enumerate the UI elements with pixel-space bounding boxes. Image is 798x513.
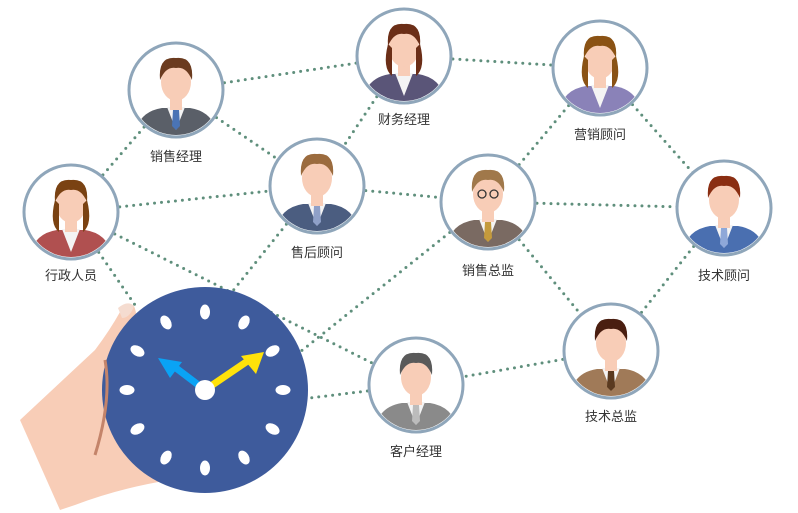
- face-icon: [709, 181, 739, 219]
- connection-line: [609, 206, 726, 353]
- hair-icon: [707, 175, 741, 198]
- avatar-admin-staff[interactable]: [22, 163, 120, 262]
- role-label-sales-director: 销售总监: [461, 264, 515, 279]
- connection-line: [315, 54, 406, 188]
- clock-tick: [130, 423, 145, 435]
- avatar-finance-manager[interactable]: [355, 7, 453, 106]
- face-icon: [473, 175, 503, 213]
- face-icon: [596, 324, 626, 362]
- avatar-after-sales-consultant[interactable]: [268, 137, 366, 236]
- hair-icon: [159, 57, 193, 80]
- hair-icon: [594, 318, 628, 341]
- clock-tick: [119, 385, 135, 395]
- collar: [62, 229, 80, 252]
- glasses-icon: [489, 189, 499, 199]
- role-label-finance-manager: 财务经理: [377, 113, 431, 128]
- hair-icon: [387, 23, 421, 46]
- long-hair-icon: [52, 200, 90, 232]
- tie-icon: [720, 228, 728, 248]
- avatar-marketing-consultant[interactable]: [551, 19, 649, 118]
- hour-hand-arrow: [158, 358, 182, 378]
- hand-crease: [93, 359, 109, 456]
- face-icon: [56, 185, 86, 223]
- face-icon: [302, 159, 332, 197]
- role-label-after-sales-consultant: 售后顾问: [290, 246, 344, 261]
- connection-line: [414, 349, 613, 387]
- clock-tick: [238, 450, 250, 465]
- avatar-technical-consultant[interactable]: [675, 159, 773, 258]
- clock-illustration: [20, 287, 308, 510]
- clock-center: [195, 380, 215, 400]
- tie-icon: [412, 405, 420, 425]
- connection-line: [69, 210, 137, 307]
- hair-icon: [399, 352, 433, 375]
- tie-icon: [172, 110, 180, 130]
- tie-icon: [313, 206, 321, 226]
- collar: [395, 73, 413, 96]
- avatar-sales-director[interactable]: [439, 153, 537, 252]
- face-icon: [585, 41, 615, 79]
- clock-tick: [275, 385, 291, 395]
- clock-tick: [160, 450, 172, 465]
- face-icon: [389, 29, 419, 67]
- long-hair-icon: [581, 56, 619, 88]
- role-label-marketing-consultant: 营销顾问: [573, 128, 627, 143]
- clock-tick: [265, 423, 280, 435]
- role-label-account-manager: 客户经理: [389, 445, 443, 460]
- hair-icon: [583, 35, 617, 58]
- long-hair-icon: [385, 44, 423, 76]
- clock-tick: [130, 345, 145, 357]
- clock-tick: [160, 315, 172, 330]
- tie-icon: [607, 371, 615, 391]
- clock-tick: [265, 345, 280, 357]
- face-icon: [161, 63, 191, 101]
- connection-line: [298, 200, 490, 354]
- avatar-sales-manager[interactable]: [127, 41, 225, 140]
- role-label-sales-manager: 销售经理: [149, 150, 203, 165]
- collar: [591, 85, 609, 108]
- hair-icon: [471, 169, 505, 192]
- minute-hand-arrow: [241, 352, 264, 374]
- clock-tick: [238, 315, 250, 330]
- avatar-technical-director[interactable]: [562, 302, 660, 401]
- connection-line: [69, 210, 418, 387]
- role-label-technical-consultant: 技术顾问: [697, 269, 751, 284]
- glasses-icon: [477, 189, 487, 199]
- connection-line: [230, 184, 319, 294]
- role-label-admin-staff: 行政人员: [44, 269, 98, 284]
- hair-icon: [300, 153, 334, 176]
- thumbnail: [118, 303, 134, 318]
- hair-icon: [54, 179, 88, 202]
- face-icon: [401, 358, 431, 396]
- clock-tick: [200, 304, 210, 320]
- role-label-technical-director: 技术总监: [584, 410, 638, 425]
- clock-tick: [200, 460, 210, 476]
- avatar-account-manager[interactable]: [367, 336, 465, 435]
- tie-icon: [484, 222, 492, 242]
- connection-line: [402, 54, 602, 70]
